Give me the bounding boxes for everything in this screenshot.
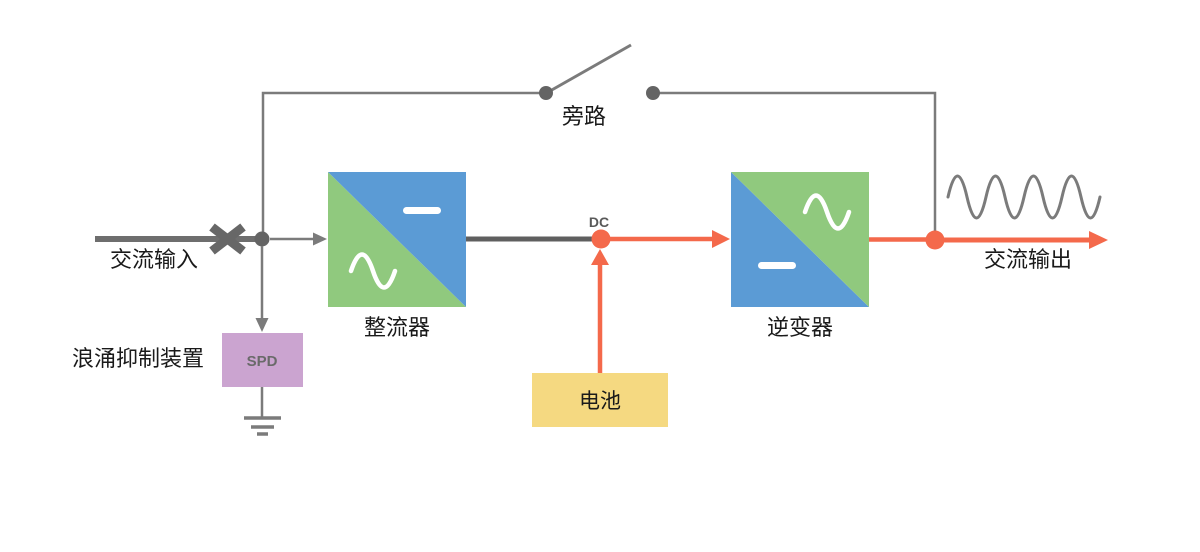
output-junction-dot (925, 230, 945, 250)
spd-box (222, 333, 303, 387)
ac-output-label: 交流输出 (984, 247, 1072, 272)
bypass-line-left (261, 91, 547, 233)
bypass-switch-contact-left (539, 86, 553, 100)
surge-device-label: 浪涌抑制装置 (72, 346, 204, 371)
fault-x-icon (209, 223, 246, 255)
bypass-switch-contact-right (646, 86, 660, 100)
battery-to-dc-arrowhead (591, 249, 609, 265)
ac-input-label: 交流输入 (110, 247, 198, 272)
output-sine-wave-icon (946, 174, 1102, 220)
inverter-sine-icon (802, 193, 852, 231)
rectifier-dc-triangle (328, 172, 466, 307)
rectifier-sine-icon (348, 252, 398, 290)
inverter-box (731, 172, 869, 307)
rectifier-dc-symbol (403, 207, 441, 214)
inverter-label: 逆变器 (767, 315, 833, 340)
rectifier-box (328, 172, 466, 307)
bypass-line-right (653, 91, 937, 232)
spd-label: SPD (247, 353, 278, 370)
battery-box (532, 373, 668, 427)
junction-to-spd-arrowhead (255, 318, 269, 332)
dc-node-dot (591, 229, 611, 249)
rectifier-label: 整流器 (364, 315, 430, 340)
dc-label: DC (589, 214, 609, 230)
inverter-ac-triangle (731, 172, 869, 307)
input-to-rectifier-arrowhead (313, 232, 327, 246)
bypass-label: 旁路 (562, 104, 606, 129)
ground-icon (244, 387, 281, 436)
dc-to-inverter-arrowhead (712, 230, 730, 248)
input-junction-dot (254, 231, 270, 247)
bypass-switch-blade (549, 43, 632, 93)
inverter-dc-symbol (758, 262, 796, 269)
battery-label: 电池 (579, 390, 621, 413)
ac-output-arrowhead (1089, 231, 1108, 249)
